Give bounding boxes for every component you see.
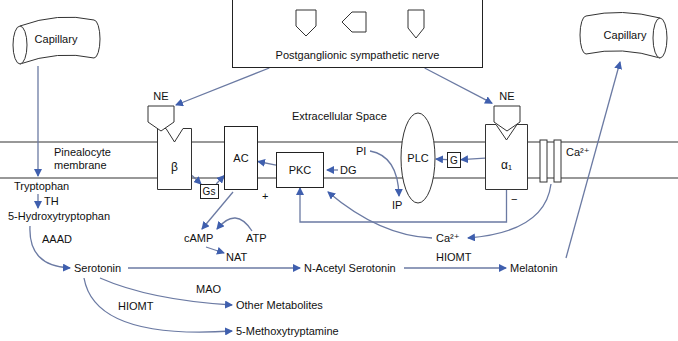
receptor: α₁ xyxy=(485,124,528,190)
g-protein-box: Gs xyxy=(200,184,219,199)
pathway-label: Extracellular Space xyxy=(292,110,387,123)
pathway-label: TH xyxy=(44,195,59,208)
pathway-arrow xyxy=(30,226,70,268)
enzyme-box: AC xyxy=(224,126,258,190)
pathway-label: N-Acetyl Serotonin xyxy=(304,262,396,275)
nerve-box: Postganglionic sympathetic nerve xyxy=(232,0,483,68)
pathway-label: cAMP xyxy=(184,232,213,245)
pathway-label: Melatonin xyxy=(510,262,558,275)
nerve-terminal-icon xyxy=(342,12,366,32)
node-text: PLC xyxy=(407,152,428,165)
pathway-arrow xyxy=(370,151,399,196)
pathway-label: Ca²⁺ xyxy=(436,232,460,245)
node-outline xyxy=(157,128,192,190)
arrow-connector xyxy=(192,176,201,185)
arrow-connector xyxy=(216,176,224,184)
outline-path xyxy=(486,125,528,190)
node-text: Capillary xyxy=(35,33,78,46)
pathway-label: Other Metabolites xyxy=(236,299,323,312)
arrow-connector xyxy=(425,68,492,103)
capillary: Capillary xyxy=(578,4,672,66)
node-text: NE xyxy=(153,90,168,103)
ligand: NE xyxy=(492,90,522,132)
arrow-connector xyxy=(258,162,276,166)
pathway-arrow xyxy=(217,218,252,231)
pathway-arrow xyxy=(327,169,338,170)
receptor: β xyxy=(157,128,192,190)
pathway-label: ATP xyxy=(246,232,267,245)
node-text: β xyxy=(171,161,178,174)
outline-path xyxy=(148,106,174,131)
capillary: Capillary xyxy=(8,8,104,70)
node-text: Capillary xyxy=(604,29,647,42)
pathway-arrow xyxy=(128,267,300,268)
pathway-label: 5-Methoxytryptamine xyxy=(236,325,339,338)
pathway-label: PI xyxy=(356,145,366,158)
pathway-label: AAAD xyxy=(42,233,72,246)
pathway-arrow xyxy=(84,278,232,332)
arrow-connector xyxy=(300,188,507,222)
arrow-connector xyxy=(436,158,447,160)
pathway-label: − xyxy=(511,193,517,206)
pathway-label: HIOMT xyxy=(118,300,153,313)
pathway-label: 5-Hydroxytryptophan xyxy=(8,210,110,223)
calcium-channel xyxy=(540,140,547,182)
pathway-label: DG xyxy=(340,164,357,177)
pathway-arrow xyxy=(468,184,551,238)
arrow-connector xyxy=(176,68,269,105)
pathway-label: + xyxy=(262,190,268,203)
pathway-label: IP xyxy=(392,199,402,212)
membrane-line xyxy=(0,141,678,142)
pathway-label: Serotonin xyxy=(74,262,121,275)
outline-path xyxy=(20,17,100,64)
membrane-line xyxy=(0,177,678,178)
node-text: α₁ xyxy=(501,159,512,172)
g-protein-box: G xyxy=(447,152,461,168)
outline-path xyxy=(158,129,192,190)
node-text: NE xyxy=(499,90,514,103)
calcium-channel xyxy=(554,140,561,182)
pathway-arrow xyxy=(37,194,38,208)
nerve-terminal-icon xyxy=(408,10,424,38)
pathway-label: Ca²⁺ xyxy=(566,146,590,159)
pathway-label: MAO xyxy=(196,283,221,296)
node-text: Gs xyxy=(203,185,216,198)
pathway-arrow xyxy=(206,247,224,253)
pathway-label: HIOMT xyxy=(436,251,471,264)
node-outline xyxy=(485,124,528,190)
pathway-arrow xyxy=(566,62,620,258)
outline-path xyxy=(580,12,660,58)
enzyme-ellipse: PLC xyxy=(400,112,436,204)
node-text: G xyxy=(450,154,458,167)
node-text: Postganglionic sympathetic nerve xyxy=(276,49,440,62)
ligand: NE xyxy=(146,90,176,132)
nerve-terminal-icon xyxy=(296,10,316,36)
outline-path xyxy=(13,26,27,64)
enzyme-box: PKC xyxy=(276,152,324,188)
node-text: AC xyxy=(233,152,248,165)
arrow-connector xyxy=(461,158,485,159)
node-text: PKC xyxy=(289,164,312,177)
outline-path xyxy=(401,113,435,203)
pathway-label: Tryptophan xyxy=(14,180,69,193)
pathway-label: Pinealocyte membrane xyxy=(54,146,134,172)
pathway-arrow xyxy=(404,267,506,268)
outline-path xyxy=(653,18,667,58)
pathway-arrow xyxy=(37,66,38,176)
pathway-label: NAT xyxy=(226,251,247,264)
